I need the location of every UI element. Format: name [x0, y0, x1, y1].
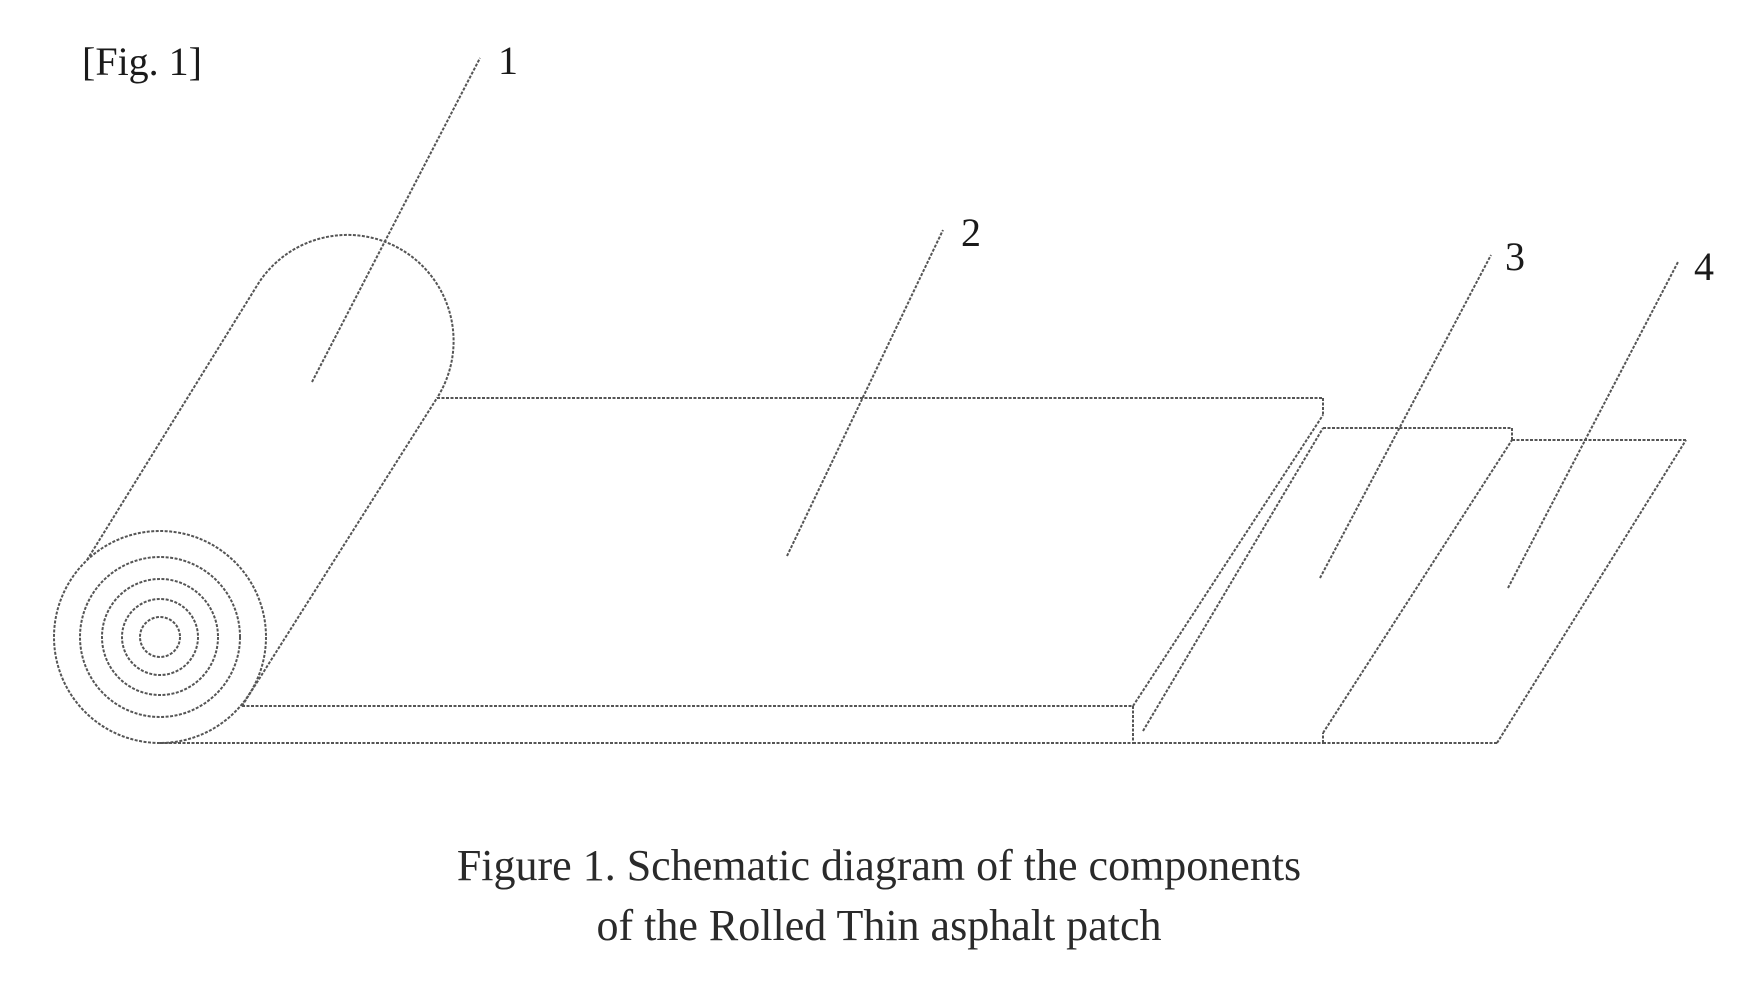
figure-caption: Figure 1. Schematic diagram of the compo…	[0, 836, 1758, 956]
roll-ring-1	[79, 556, 241, 718]
leader-line-1	[311, 57, 481, 383]
caption-line-1: Figure 1. Schematic diagram of the compo…	[456, 841, 1302, 890]
roll-ring-2	[101, 578, 219, 696]
roll-ring-4	[139, 616, 181, 658]
caption-line-2: of the Rolled Thin asphalt patch	[596, 901, 1162, 950]
callout-label-1: 1	[498, 38, 518, 83]
roll-component	[53, 233, 1133, 744]
backing-film-component	[1323, 439, 1687, 744]
leader-line-2	[786, 229, 944, 557]
roll-end-outer	[53, 530, 267, 744]
callout-label-2: 2	[961, 210, 981, 255]
callout-label-4: 4	[1694, 244, 1714, 289]
callout-label-3: 3	[1505, 234, 1525, 279]
leader-line-3	[1319, 254, 1492, 579]
leader-line-4	[1507, 261, 1679, 589]
roll-cylinder-outline	[86, 233, 455, 561]
figure-label: [Fig. 1]	[82, 39, 202, 84]
roll-ring-3	[121, 598, 199, 676]
release-layer-component	[1133, 427, 1513, 744]
asphalt-sheet-component	[241, 397, 1324, 743]
